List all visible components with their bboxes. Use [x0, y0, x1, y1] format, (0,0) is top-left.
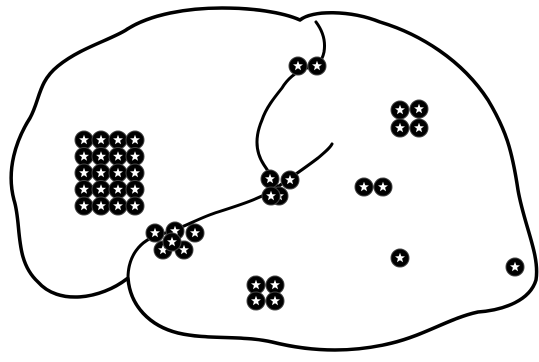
electrode	[289, 57, 307, 75]
electrode	[410, 119, 428, 137]
electrode	[391, 119, 409, 137]
electrode-group-central-upper-pair	[289, 57, 326, 75]
electrode-group-posterior-single	[391, 249, 409, 267]
electrode	[109, 148, 127, 166]
electrode	[355, 178, 373, 196]
electrode	[75, 131, 93, 149]
electrode-group-parietal-quad	[391, 100, 428, 137]
electrode	[262, 187, 280, 205]
electrode	[109, 164, 127, 182]
electrode	[92, 148, 110, 166]
electrode	[261, 170, 279, 188]
electrode	[75, 181, 93, 199]
electrode	[75, 197, 93, 215]
electrode	[109, 197, 127, 215]
electrode	[126, 131, 144, 149]
electrode	[186, 224, 204, 242]
electrode	[308, 57, 326, 75]
electrode	[146, 224, 164, 242]
electrode-group-frontal-grid	[75, 131, 144, 215]
electrode	[109, 131, 127, 149]
electrode	[92, 181, 110, 199]
electrode	[109, 181, 127, 199]
electrode	[126, 148, 144, 166]
electrode	[391, 249, 409, 267]
electrode	[92, 131, 110, 149]
electrode	[506, 258, 524, 276]
electrode	[75, 148, 93, 166]
electrode	[281, 171, 299, 189]
electrode-group-sylvian-cluster	[146, 222, 204, 259]
electrode-group-central-lower-cluster	[261, 170, 299, 205]
electrode	[391, 101, 409, 119]
electrode-group-occipital-single	[506, 258, 524, 276]
electrode	[126, 197, 144, 215]
electrode-group-temporal-quad	[247, 276, 284, 310]
electrode	[163, 233, 181, 251]
electrode	[266, 292, 284, 310]
electrode	[266, 276, 284, 294]
electrode	[92, 197, 110, 215]
electrode-layer	[75, 57, 524, 310]
electrode	[374, 178, 392, 196]
electrode	[247, 276, 265, 294]
electrode-group-parietal-pair	[355, 178, 392, 196]
electrode	[92, 164, 110, 182]
electrode	[126, 181, 144, 199]
electrode	[126, 164, 144, 182]
central-sulcus	[257, 22, 325, 190]
electrode	[410, 100, 428, 118]
electrode	[75, 164, 93, 182]
electrode	[247, 292, 265, 310]
